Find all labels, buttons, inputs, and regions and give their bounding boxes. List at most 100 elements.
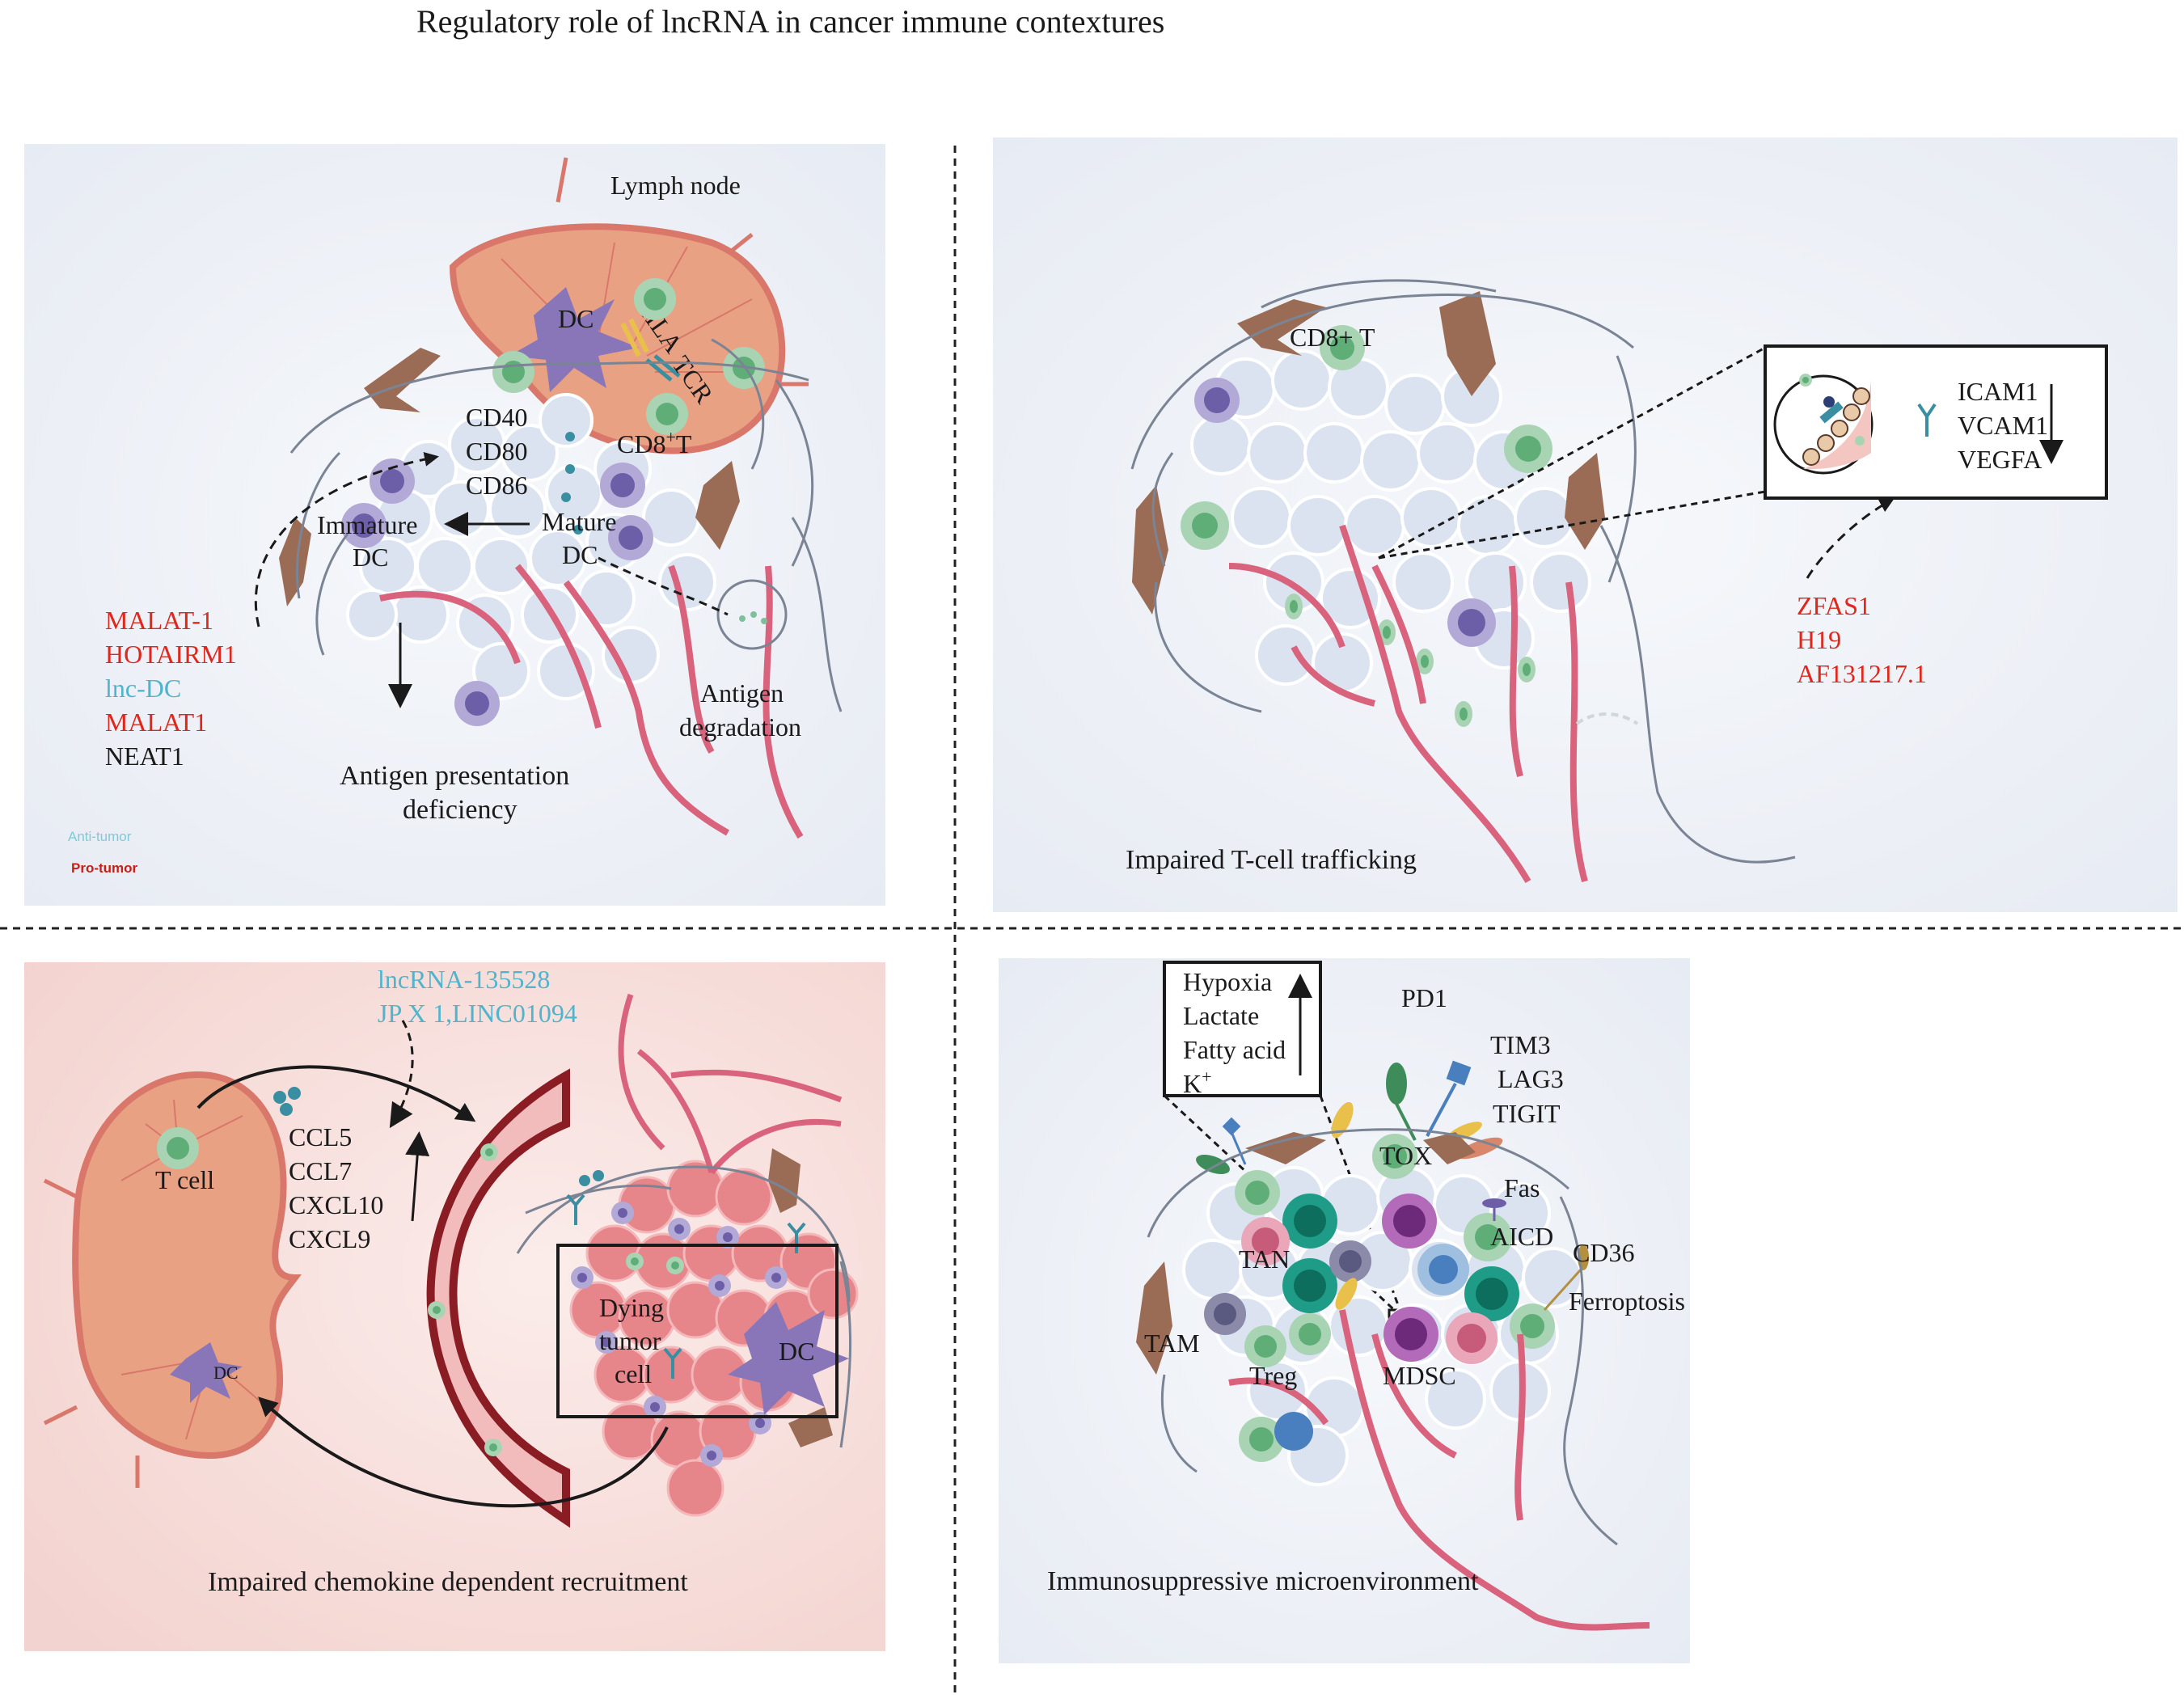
p4-tan: TAN xyxy=(1239,1244,1290,1274)
p2-lncrna-zfas1: ZFAS1 xyxy=(1797,591,1871,620)
dc-label: DC xyxy=(558,304,594,333)
tumor-cluster-p2 xyxy=(1190,349,1591,694)
tim3-icon xyxy=(1446,1060,1472,1086)
p3-dying-3: cell xyxy=(615,1359,652,1388)
receptor-icon xyxy=(1917,403,1937,437)
fibroblasts-p4 xyxy=(1136,1132,1476,1375)
immature-dc-label-2: DC xyxy=(353,543,388,572)
marker-cd86: CD86 xyxy=(466,471,527,500)
p4-fas: Fas xyxy=(1504,1173,1540,1202)
p1-lncrna-malat-1: MALAT-1 xyxy=(105,606,213,635)
blood-vessels-p1 xyxy=(379,564,804,839)
panel-chemokine-recruitment: T cell DC xyxy=(24,962,885,1651)
receptors-p3 xyxy=(566,1194,806,1379)
dying-tumor-box xyxy=(556,1244,839,1418)
p4-treg: Treg xyxy=(1249,1361,1297,1390)
lymph-node-label: Lymph node xyxy=(610,171,741,200)
metabolic-factor-box: Hypoxia Lactate Fatty acid K+ xyxy=(1163,961,1322,1098)
factor-potassium: K+ xyxy=(1183,1067,1212,1098)
stroma-fibers-p4 xyxy=(1147,1128,1618,1546)
p2-lncrna-h19: H19 xyxy=(1797,625,1841,654)
p4-lag3: LAG3 xyxy=(1498,1064,1564,1093)
figure-title: Regulatory role of lncRNA in cancer immu… xyxy=(416,3,1164,40)
marker-cd40: CD40 xyxy=(466,403,527,432)
blood-vessels-p4 xyxy=(1228,1309,1650,1631)
fibroblasts-p2 xyxy=(1132,291,1605,615)
legend-anti-tumor: Anti-tumor xyxy=(68,829,132,844)
p4-mdsc: MDSC xyxy=(1383,1361,1456,1390)
dc-in-lymph-node: DC xyxy=(509,287,639,392)
p4-tox: TOX xyxy=(1379,1141,1432,1170)
antigen-degradation-label-1: Antigen xyxy=(700,678,784,708)
arrow-chemokines-up xyxy=(405,1131,430,1222)
inset-vcam1: VCAM1 xyxy=(1958,411,2048,440)
marker-cd80: CD80 xyxy=(466,437,527,466)
arrow-tumor-to-dc xyxy=(258,1396,669,1508)
stroma-fibers-p3 xyxy=(516,1165,852,1448)
lymph-node-p3 xyxy=(43,1071,302,1488)
mature-dc-label-2: DC xyxy=(562,540,598,569)
factor-fatty-acid: Fatty acid xyxy=(1183,1035,1286,1064)
factor-hypoxia: Hypoxia xyxy=(1183,967,1272,996)
svg-text:CD8+T: CD8+T xyxy=(617,427,692,458)
p4-cd36: CD36 xyxy=(1573,1238,1634,1267)
p3-dying-2: tumor xyxy=(599,1326,661,1355)
p3-chemokine-cxcl9: CXCL9 xyxy=(289,1224,370,1253)
p4-tim3: TIM3 xyxy=(1490,1030,1551,1059)
p2-cd8-label: CD8+ T xyxy=(1290,323,1375,352)
arrow-lncrna-to-chemokines xyxy=(389,1020,414,1129)
stroma-fibers-p2 xyxy=(1130,279,1796,864)
partial-cell-arc xyxy=(1575,712,1639,725)
stroma-fibers-p1 xyxy=(289,338,843,712)
p4-ferroptosis: Ferroptosis xyxy=(1569,1287,1685,1316)
mature-dc-label-1: Mature xyxy=(542,507,616,536)
panel-immunosuppressive: Hypoxia Lactate Fatty acid K+ xyxy=(999,958,1690,1663)
p3-chemokine-ccl5: CCL5 xyxy=(289,1122,352,1151)
p3-chemokine-cxcl10: CXCL10 xyxy=(289,1190,383,1219)
p3-tcell-label: T cell xyxy=(155,1165,214,1194)
vessel-branches-p3 xyxy=(618,993,843,1175)
p3-dc-tumor-label: DC xyxy=(779,1337,814,1366)
p3-chemokine-ccl7: CCL7 xyxy=(289,1156,352,1185)
p2-caption: Impaired T-cell trafficking xyxy=(1126,845,1417,875)
p3-lncrna-135528: lncRNA-135528 xyxy=(378,965,550,994)
legend-pro-tumor: Pro-tumor xyxy=(71,860,138,876)
arrow-antigen-degradation xyxy=(598,556,729,616)
cd8-t-label: CD8+T xyxy=(617,427,692,458)
fibroblasts-p1 xyxy=(279,348,740,606)
immune-cells-p2 xyxy=(1181,325,1552,727)
chemokine-dots xyxy=(273,1087,604,1186)
antigen-degradation-label-2: degradation xyxy=(679,712,801,742)
p3-dc-node-label: DC xyxy=(213,1363,239,1383)
p4-tigit: TIGIT xyxy=(1493,1099,1561,1128)
inset-icam1: ICAM1 xyxy=(1958,377,2038,406)
p1-lncrna-hotairm1: HOTAIRM1 xyxy=(105,640,237,669)
blood-vessel-crescent xyxy=(426,1068,570,1528)
pd1-icon xyxy=(1386,1063,1407,1105)
p3-lncrna-jpx: JP X 1,LINC01094 xyxy=(378,999,577,1028)
panel-t-cell-trafficking: ICAM1 VCAM1 VEGFA CD8+ T ZFAS1 H19 AF131… xyxy=(993,137,2178,912)
arrow-lncrna-to-inset xyxy=(1806,498,1895,579)
p1-lncrna-malat1: MALAT1 xyxy=(105,708,207,737)
immune-cells-p1 xyxy=(341,432,653,726)
arrow-tcell-to-vessel xyxy=(196,1065,476,1122)
p2-lncrna-af131217: AF131217.1 xyxy=(1797,659,1927,688)
p4-tam: TAM xyxy=(1144,1329,1200,1358)
blood-vessels-p2 xyxy=(1228,524,1588,884)
inset-vessel-adhesion: ICAM1 VCAM1 VEGFA xyxy=(1764,344,2108,500)
dc-tumor-p3 xyxy=(728,1302,849,1415)
p1-lncrna-neat1: NEAT1 xyxy=(105,742,184,771)
zoom-line-top xyxy=(1378,346,1766,560)
p3-caption: Impaired chemokine dependent recruitment xyxy=(208,1567,688,1597)
immune-cells-p4 xyxy=(1204,1134,1555,1462)
p3-dying-1: Dying xyxy=(599,1293,664,1322)
fas-icon xyxy=(1482,1198,1506,1208)
inset-vegfa: VEGFA xyxy=(1958,445,2042,474)
antigen-degradation-vesicle xyxy=(716,579,788,650)
zoom-line-bottom xyxy=(1378,490,1766,560)
p4-caption: Immunosuppressive microenvironment xyxy=(1047,1566,1479,1596)
p4-pd1: PD1 xyxy=(1401,983,1447,1012)
immature-dc-label-1: Immature xyxy=(317,510,417,539)
panel-antigen-presentation: DC HLA TCR xyxy=(24,144,885,906)
